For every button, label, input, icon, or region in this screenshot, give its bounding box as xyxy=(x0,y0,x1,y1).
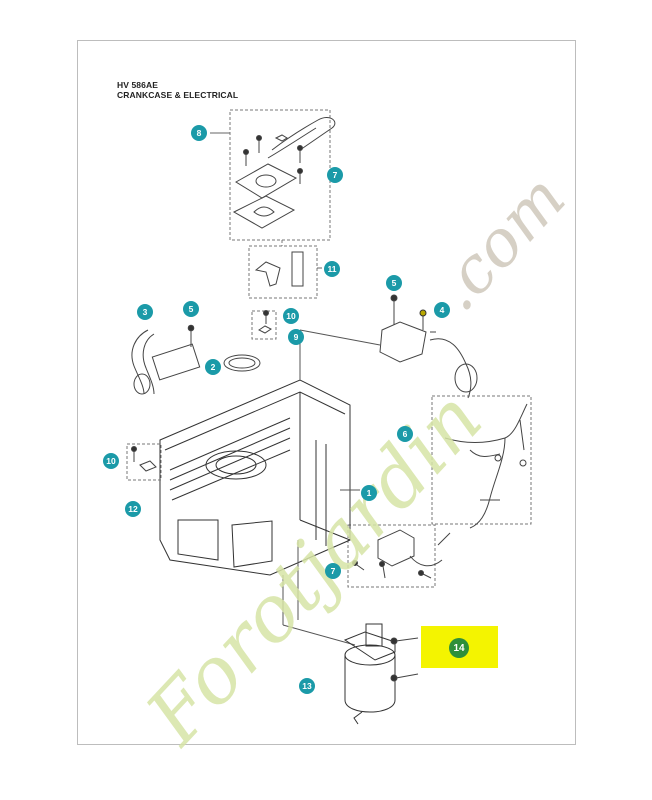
reed-valve xyxy=(254,261,281,287)
ignition-coil xyxy=(379,321,427,363)
regulator-dashed-box xyxy=(347,524,436,588)
callout-part-10-left[interactable]: 10 xyxy=(103,453,119,469)
part-11-dashed-box xyxy=(248,245,318,299)
callout-part-2[interactable]: 2 xyxy=(205,359,221,375)
callout-part-8[interactable]: 8 xyxy=(191,125,207,141)
callout-part-5-left[interactable]: 5 xyxy=(183,301,199,317)
callout-part-3[interactable]: 3 xyxy=(137,304,153,320)
callout-part-14[interactable]: 14 xyxy=(449,638,469,658)
starter-motor xyxy=(343,623,396,725)
callout-part-7-top[interactable]: 7 xyxy=(327,167,343,183)
harness-dashed-box xyxy=(431,395,532,525)
callout-part-1[interactable]: 1 xyxy=(361,485,377,501)
section-title: CRANKCASE & ELECTRICAL xyxy=(117,90,239,100)
callout-part-11[interactable]: 11 xyxy=(324,261,340,277)
model-title: HV 586AE xyxy=(117,80,158,90)
breather-hose xyxy=(271,116,336,151)
left-bracket-dashed-box xyxy=(126,443,162,481)
voltage-regulator xyxy=(377,529,415,567)
spark-plug-lead xyxy=(429,338,472,399)
breather-gasket xyxy=(232,195,296,229)
callout-part-5-right[interactable]: 5 xyxy=(386,275,402,291)
screw-group-top xyxy=(243,134,303,184)
breather-cover xyxy=(235,163,298,199)
left-breather-hose xyxy=(131,329,149,395)
callout-part-7-bottom[interactable]: 7 xyxy=(325,563,341,579)
callout-part-10-mid[interactable]: 10 xyxy=(283,308,299,324)
callout-part-9[interactable]: 9 xyxy=(288,329,304,345)
wiring-harness xyxy=(444,403,528,529)
o-ring xyxy=(223,354,261,372)
left-valve-body xyxy=(151,343,201,381)
top-group-dashed-box xyxy=(229,109,331,241)
crankcase xyxy=(159,379,351,576)
callout-part-12[interactable]: 12 xyxy=(125,501,141,517)
callout-part-4[interactable]: 4 xyxy=(434,302,450,318)
callout-part-6[interactable]: 6 xyxy=(397,426,413,442)
callout-part-13[interactable]: 13 xyxy=(299,678,315,694)
